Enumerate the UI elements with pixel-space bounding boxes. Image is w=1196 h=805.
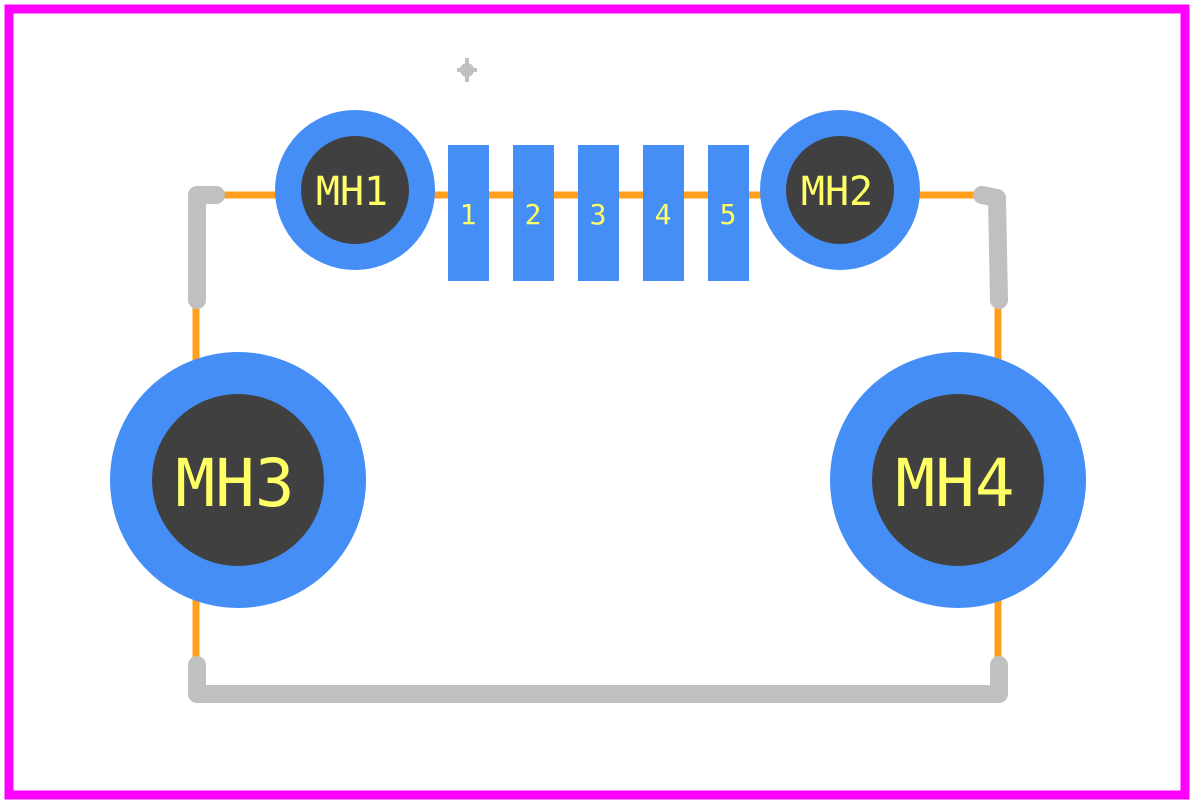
smd-pad-label: 1 xyxy=(460,198,477,231)
smd-pad-copper xyxy=(708,145,749,281)
mounting-hole-mh2[interactable]: MH2 xyxy=(760,110,920,270)
smd-pad-copper xyxy=(578,145,619,281)
mounting-hole-label: MH1 xyxy=(316,169,388,215)
board-outline xyxy=(4,4,1190,800)
smd-pad-label: 2 xyxy=(525,198,542,231)
mounting-hole-mh3[interactable]: MH3 xyxy=(110,352,366,608)
mounting-hole-drill xyxy=(152,394,324,566)
smd-pad-5[interactable]: 5 xyxy=(708,145,749,281)
silkscreen-bottom-outline xyxy=(188,656,1008,703)
mounting-hole-label: MH4 xyxy=(895,445,1014,522)
smd-pad-2[interactable]: 2 xyxy=(513,145,554,281)
smd-pad-copper xyxy=(513,145,554,281)
silkscreen-top-left-corner xyxy=(188,186,225,309)
mounting-hole-drill xyxy=(872,394,1044,566)
origin-marker-icon xyxy=(457,58,477,82)
mounting-hole-label: MH3 xyxy=(175,445,294,522)
mounting-hole-mh4[interactable]: MH4 xyxy=(830,352,1086,608)
smd-pad-copper xyxy=(643,145,684,281)
smd-pad-label: 4 xyxy=(655,198,672,231)
smd-pad-3[interactable]: 3 xyxy=(578,145,619,281)
smd-pad-1[interactable]: 1 xyxy=(448,145,489,281)
mounting-hole-drill xyxy=(301,136,409,244)
mounting-hole-drill xyxy=(786,136,894,244)
silkscreen-lines xyxy=(188,186,1008,703)
smd-pad-4[interactable]: 4 xyxy=(643,145,684,281)
smd-pad-label: 5 xyxy=(720,198,737,231)
silkscreen-top-right-corner xyxy=(973,186,1008,309)
smd-pad-copper xyxy=(448,145,489,281)
smd-pad-label: 3 xyxy=(590,198,607,231)
mounting-hole-mh1[interactable]: MH1 xyxy=(275,110,435,270)
mounting-hole-label: MH2 xyxy=(801,169,873,215)
